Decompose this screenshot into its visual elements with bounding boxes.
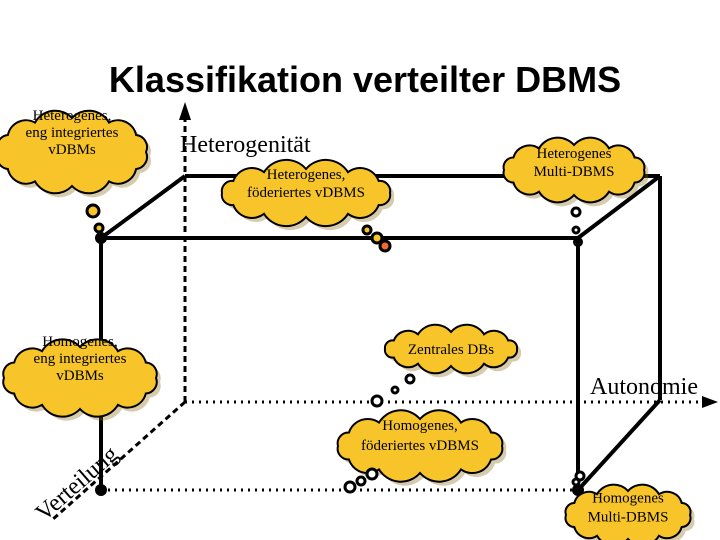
- bubble-het-fed-2: [370, 231, 384, 245]
- point-het-tight: [95, 232, 107, 244]
- cloud-label-line: Multi-DBMS: [534, 164, 615, 180]
- axes: [51, 102, 718, 522]
- cube-edge-bottom-right-depth: [576, 398, 662, 492]
- cloud-callouts: Heterogenes,eng integriertesvDBMsHeterog…: [0, 108, 695, 540]
- cloud-label-line: Homogenes,: [42, 334, 117, 350]
- cloud-label-line: föderiertes vDBMS: [247, 185, 365, 201]
- bubble-central-2: [390, 385, 400, 395]
- cloud-hom-fed: Homogenes, föderiertes vDBMS: [336, 409, 507, 486]
- cloud-label-line: Homogenes,: [382, 418, 457, 434]
- bubble-het-multi-2: [571, 225, 581, 235]
- cloud-label-line: Zentrales DBs: [408, 342, 494, 358]
- autonomy-axis-label: Autonomie: [590, 374, 698, 400]
- point-hom-tight: [95, 484, 107, 496]
- bubble-central-1: [404, 373, 416, 385]
- bubbles-hom: [571, 470, 586, 487]
- cloud-shape: [383, 323, 519, 375]
- cloud-central: Zentrales DBs: [383, 323, 522, 378]
- point-hom-multi: [572, 484, 584, 496]
- cloud-shape: [502, 136, 646, 204]
- bubble-hom-multi-2: [571, 477, 581, 487]
- heterogeneity-axis-arrow: [179, 102, 191, 120]
- point-het-fed: [378, 239, 392, 253]
- cloud-label-line: eng integriertes: [26, 125, 119, 141]
- cloud-label-line: Heterogenes,: [267, 167, 346, 183]
- point-hom-fed: [343, 480, 357, 494]
- bubbles: [85, 203, 582, 494]
- cloud-label-line: vDBMs: [48, 142, 96, 158]
- cloud-label-line: Heterogenes,: [33, 108, 112, 124]
- bubble-hom-fed-2: [355, 475, 367, 487]
- cloud-shape: [0, 109, 148, 195]
- cloud-label-line: föderiertes vDBMS: [361, 438, 479, 454]
- cube-edge-top-right-depth: [576, 174, 662, 240]
- cloud-label-line: Heterogenes: [537, 146, 612, 162]
- cloud-het-fed: Heterogenes, föderiertes vDBMS: [220, 158, 395, 231]
- diagram-title: Klassifikation verteilter DBMS: [109, 59, 621, 100]
- bubble-het-tight-2: [93, 222, 105, 234]
- cloud-shape: [336, 409, 504, 483]
- cloud-shape: [2, 338, 158, 418]
- point-het-multi: [573, 237, 583, 247]
- bubble-het-tight-1: [85, 203, 101, 219]
- bubble-hom-fed-1: [365, 467, 379, 481]
- autonomy-axis-arrow: [702, 396, 718, 408]
- distribution-axis-label: Verteilung: [31, 441, 124, 526]
- cloud-label-line: Multi-DBMS: [588, 510, 669, 526]
- cloud-label-line: vDBMs: [56, 368, 104, 384]
- cloud-shape: [564, 483, 692, 540]
- cloud-label-line: eng integriertes: [34, 351, 127, 367]
- heterogeneity-axis-label: Heterogenität: [180, 132, 311, 158]
- point-central: [370, 394, 384, 408]
- bubble-het-fed-1: [361, 224, 373, 236]
- corner-points: [95, 232, 584, 496]
- cloud-shape: [220, 158, 392, 228]
- cloud-label-line: Homogenes: [592, 491, 664, 507]
- bubble-het-multi-1: [570, 206, 582, 218]
- cube-edge-top-left-depth: [99, 174, 187, 240]
